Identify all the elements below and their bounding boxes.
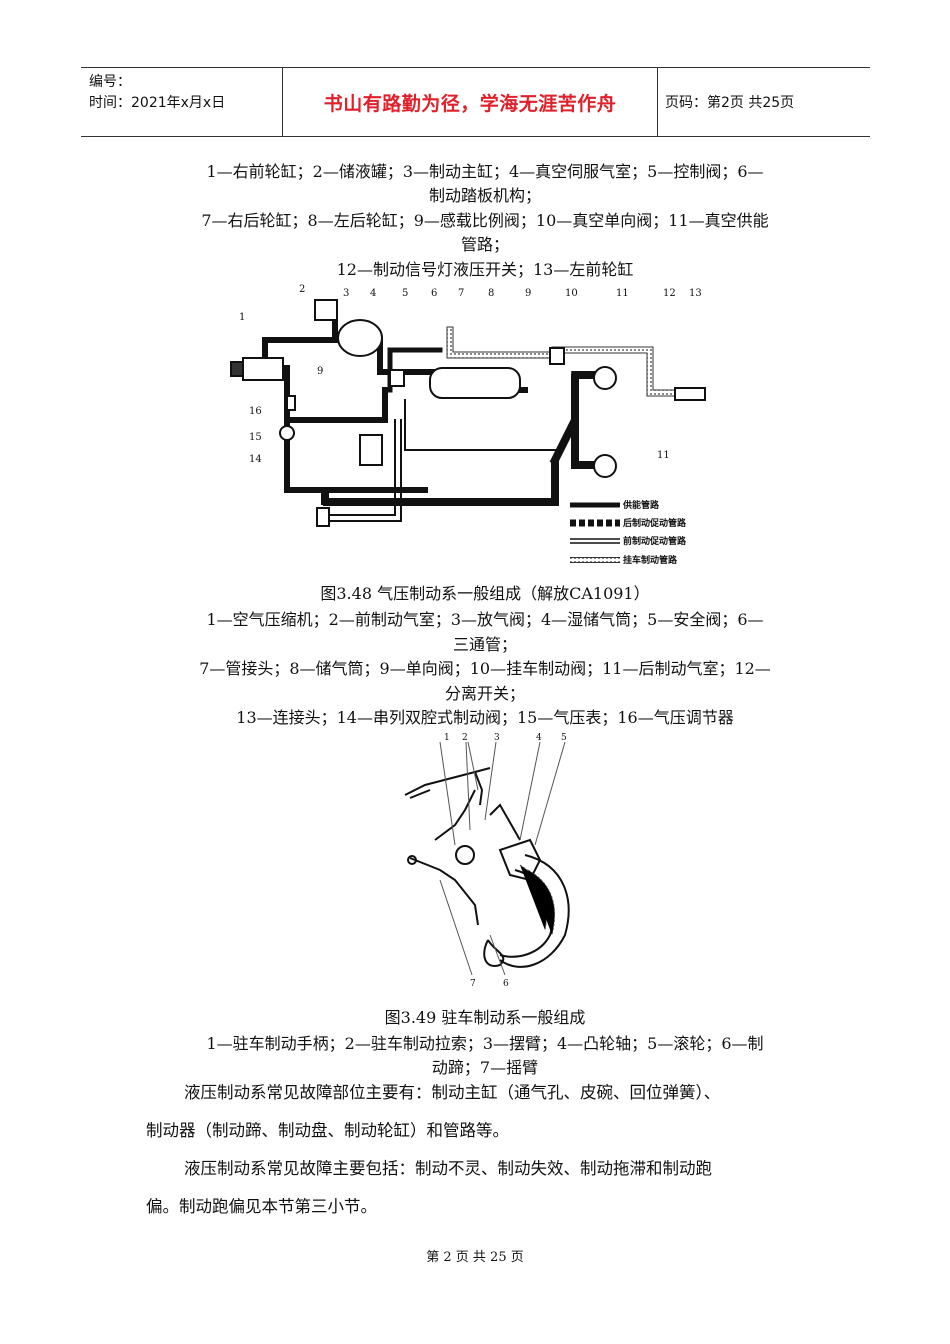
legend-line: 7—管接头；8—储气筒；9—单向阀；10—挂车制动阀；11—后制动气室；12— — [199, 659, 771, 678]
callout-label: 8 — [488, 288, 494, 299]
callout-label: 16 — [249, 406, 262, 417]
callout-label: 3 — [343, 288, 349, 299]
callout-label: 2 — [462, 733, 468, 743]
body-paragraph-line: 制动器（制动蹄、制动盘、制动轮缸）和管路等。 — [146, 1121, 509, 1140]
legend-line: 三通管； — [452, 635, 517, 654]
header-motto: 书山有路勤为径，学海无涯苦作舟 — [283, 68, 658, 136]
body-paragraph-line: 液压制动系常见故障部位主要有：制动主缸（通气孔、皮碗、回位弹簧）、 — [184, 1083, 721, 1102]
callout-label: 4 — [536, 733, 542, 743]
figure-348-caption: 图3.48 气压制动系一般组成（解放CA1091） — [320, 584, 650, 603]
callout-label: 13 — [689, 288, 702, 299]
callout-label: 7 — [470, 979, 476, 989]
callout-label: 7 — [458, 288, 464, 299]
callout-label: 1 — [444, 733, 450, 743]
header-meta: 编号： 时间：2021年x月x日 — [81, 68, 283, 136]
callout-label: 14 — [249, 454, 262, 465]
callout-label: 3 — [494, 733, 500, 743]
legend-line: 12—制动信号灯液压开关；13—左前轮缸 — [336, 260, 634, 279]
legend-line: 制动踏板机构； — [428, 186, 541, 205]
callout-label: 11 — [657, 450, 670, 461]
line-legend-label: 后制动促动管路 — [623, 517, 687, 529]
callout-label: 11 — [616, 288, 629, 299]
page-header: 编号： 时间：2021年x月x日 书山有路勤为径，学海无涯苦作舟 页码：第2页 … — [81, 67, 870, 137]
callout-label: 12 — [663, 288, 676, 299]
legend-line: 动蹄；7—摇臂 — [431, 1058, 539, 1077]
line-legend-label: 供能管路 — [622, 499, 660, 511]
callout-label: 9 — [525, 288, 531, 299]
legend-line: 1—驻车制动手柄；2—驻车制动拉索；3—摆臂；4—凸轮轴；5—滚轮；6—制 — [206, 1034, 764, 1053]
callout-label: 15 — [249, 432, 262, 443]
time-label: 时间：2021年x月x日 — [89, 95, 226, 111]
legend-line: 分离开关； — [444, 684, 525, 703]
callout-label: 5 — [402, 288, 408, 299]
figure-349-diagram: 1 2 3 4 5 7 6 — [404, 733, 570, 989]
line-legend-label: 挂车制动管路 — [623, 554, 678, 566]
legend-line: 13—连接头；14—串列双腔式制动阀；15—气压表；16—气压调节器 — [236, 708, 734, 727]
body-paragraph-line: 偏。制动跑偏见本节第三小节。 — [146, 1197, 377, 1216]
header-page-info: 页码：第2页 共25页 — [665, 95, 795, 111]
callout-label: 6 — [503, 979, 509, 989]
callout-label: 9 — [317, 366, 323, 377]
body-paragraph-line: 液压制动系常见故障主要包括：制动不灵、制动失效、制动拖滞和制动跑 — [184, 1159, 712, 1178]
figure-348-diagram: 2 3 4 5 6 7 8 9 10 11 12 13 1 9 16 15 14… — [230, 284, 706, 566]
line-legend-label: 前制动促动管路 — [623, 535, 687, 547]
legend-line: 管路； — [460, 235, 509, 254]
legend-line: 7—右后轮缸；8—左后轮缸；9—感载比例阀；10—真空单向阀；11—真空供能 — [201, 211, 769, 230]
callout-label: 6 — [431, 288, 437, 299]
callout-label: 10 — [565, 288, 578, 299]
callout-label: 2 — [299, 284, 305, 295]
code-label: 编号： — [89, 74, 131, 90]
page-footer: 第 2 页 共 25 页 — [426, 1250, 524, 1265]
callout-label: 5 — [561, 733, 567, 743]
callout-label: 1 — [239, 312, 245, 323]
legend-line: 1—空气压缩机；2—前制动气室；3—放气阀；4—湿储气筒；5—安全阀；6— — [206, 610, 764, 629]
legend-line: 1—右前轮缸；2—储液罐；3—制动主缸；4—真空伺服气室；5—控制阀；6— — [206, 162, 764, 181]
figure-349-caption: 图3.49 驻车制动系一般组成 — [384, 1008, 586, 1027]
callout-label: 4 — [370, 288, 376, 299]
